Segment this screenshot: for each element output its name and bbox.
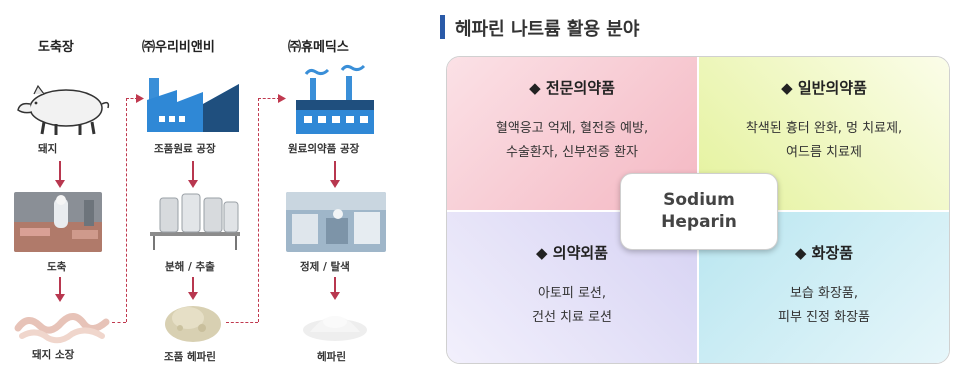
- arrow-down: [330, 277, 340, 300]
- extraction-tanks-image: [150, 193, 240, 250]
- arrow-down: [55, 161, 65, 188]
- quadrant-body: 착색된 흉터 완화, 멍 치료제, 여드름 치료제: [699, 117, 949, 165]
- column-head-wooribnb: ㈜우리비앤비: [142, 40, 215, 55]
- connector-line: [126, 98, 127, 322]
- connector-line: [226, 322, 258, 323]
- step-heparin: 헤파린: [317, 351, 346, 363]
- heparin-powder-image: [303, 316, 367, 341]
- step-intestine: 돼지 소장: [32, 349, 75, 361]
- quadrant-head: ◆ 화장품: [794, 244, 854, 262]
- intestine-photo: [12, 302, 112, 344]
- center-label-line2: Heparin: [661, 212, 737, 232]
- quadrant-line: 피부 진정 화장품: [778, 310, 870, 325]
- quadrant-body: 아토피 로션, 건선 치료 로션: [447, 282, 697, 330]
- column-head-slaughterhouse: 도축장: [38, 40, 74, 55]
- slaughter-photo: [14, 192, 102, 252]
- pharma-factory-icon: [296, 64, 374, 134]
- column-head-humedix: ㈜휴메딕스: [288, 40, 349, 55]
- quadrant-head: ◆ 의약외품: [536, 244, 608, 262]
- arrow-down: [188, 161, 198, 188]
- factory-icon: [147, 78, 239, 132]
- quadrant-head: ◆ 일반의약품: [781, 79, 867, 97]
- step-api-factory: 원료의약품 공장: [288, 143, 360, 155]
- step-slaughter: 도축: [47, 261, 67, 273]
- quadrant-line: 수술환자, 신부전증 환자: [506, 145, 638, 160]
- quadrant-line: 건선 치료 로션: [531, 310, 613, 325]
- connector-arrowhead: [136, 94, 144, 103]
- quadrant-body: 보습 화장품, 피부 진정 화장품: [699, 282, 949, 330]
- arrow-down: [188, 277, 198, 300]
- connector-line: [258, 98, 259, 322]
- step-decompose-extract: 분해 / 추출: [165, 261, 215, 273]
- quadrant-grid: ◆ 전문의약품 혈액응고 억제, 혈전증 예방, 수술환자, 신부전증 환자 ◆…: [446, 56, 950, 364]
- step-crude-heparin: 조품 헤파린: [164, 351, 216, 363]
- arrow-down: [55, 277, 65, 302]
- step-purify-decolor: 정제 / 탈색: [300, 261, 350, 273]
- arrow-down: [330, 161, 340, 188]
- quadrant-line: 혈액응고 억제, 혈전증 예방,: [495, 121, 649, 136]
- title-accent-bar: [440, 15, 445, 39]
- step-raw-factory: 조품원료 공장: [154, 143, 216, 155]
- quadrant-line: 아토피 로션,: [537, 286, 607, 301]
- connector-line: [112, 322, 126, 323]
- connector-line: [258, 98, 280, 99]
- purification-lab-photo: [286, 192, 386, 252]
- quadrant-line: 보습 화장품,: [789, 286, 859, 301]
- pig-image: [17, 84, 110, 135]
- connector-line: [126, 98, 138, 99]
- panel-title: 헤파린 나트륨 활용 분야: [455, 19, 640, 40]
- quadrant-prescription: ◆ 전문의약품 혈액응고 억제, 혈전증 예방, 수술환자, 신부전증 환자: [447, 57, 697, 210]
- center-label-box: Sodium Heparin: [620, 173, 778, 250]
- quadrant-line: 착색된 흉터 완화, 멍 치료제,: [745, 121, 903, 136]
- quadrant-line: 여드름 치료제: [786, 145, 862, 160]
- step-pig: 돼지: [38, 143, 58, 155]
- crude-heparin-image: [165, 306, 221, 342]
- center-label-line1: Sodium: [663, 190, 735, 210]
- quadrant-head: ◆ 전문의약품: [529, 79, 615, 97]
- connector-arrowhead: [278, 94, 286, 103]
- quadrant-body: 혈액응고 억제, 혈전증 예방, 수술환자, 신부전증 환자: [447, 117, 697, 165]
